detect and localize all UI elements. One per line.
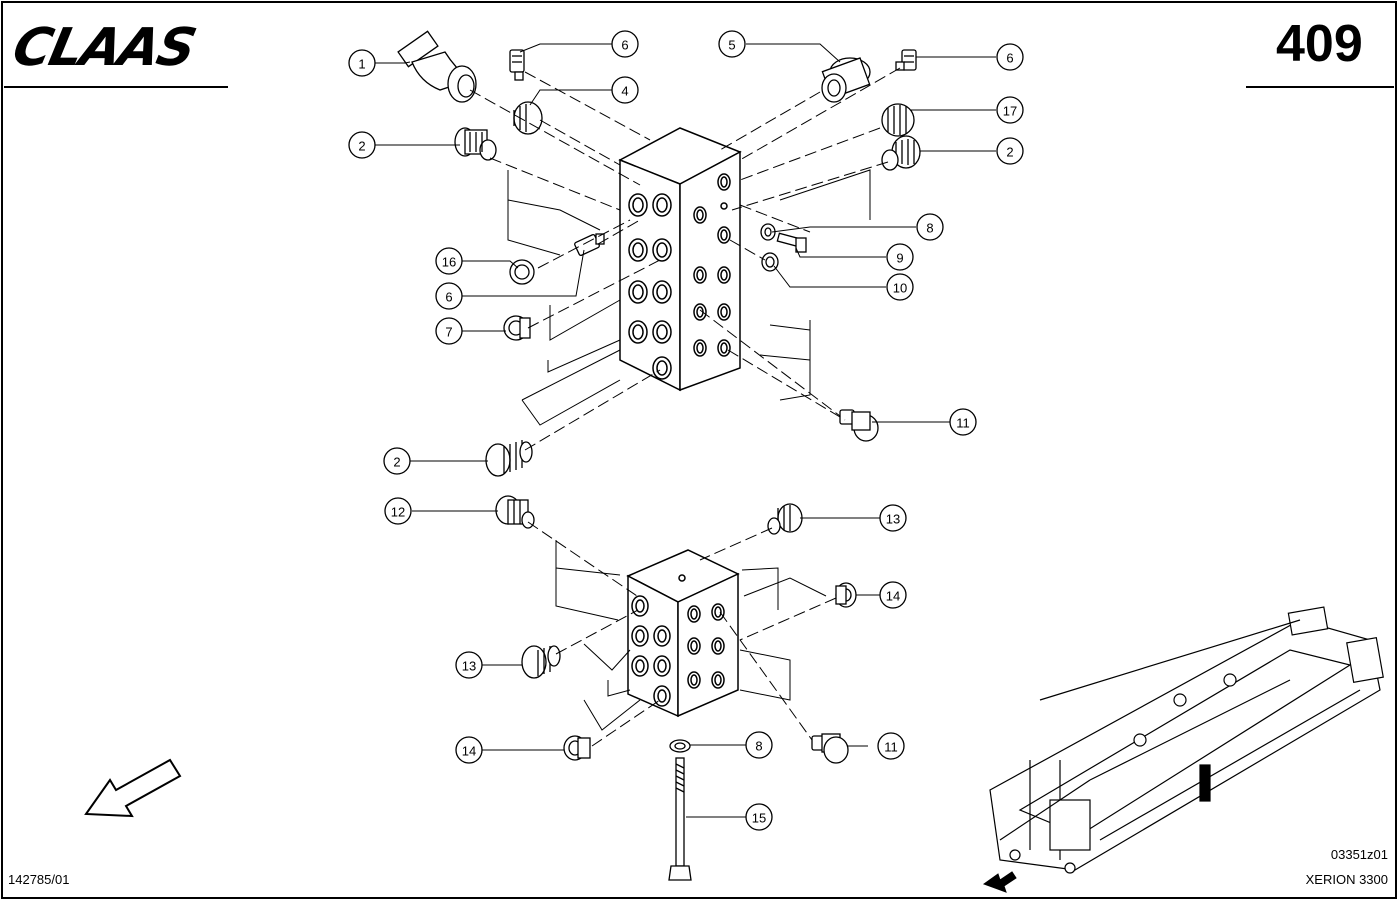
callout-label: 12 (391, 505, 405, 520)
callout-label: 14 (462, 744, 476, 759)
lower-dash-lines (527, 521, 837, 747)
callout-6b-circle (996, 43, 1024, 71)
fitting-5-union (821, 57, 871, 103)
callout-label: 11 (956, 416, 970, 431)
thumbnail-direction-arrow-icon (982, 871, 1017, 893)
callout-13a-circle (879, 504, 907, 532)
callout-label: 6 (1006, 51, 1013, 66)
callout-8a-circle (916, 213, 944, 241)
callout-label: 14 (886, 589, 900, 604)
callout-labels: 1 2 2 2 4 5 6 6 6 7 8 8 9 10 11 11 12 13… (358, 38, 1017, 826)
fitting-4-plug (513, 101, 543, 135)
callout-1-circle (348, 49, 376, 77)
fitting-13-lower (521, 645, 561, 679)
fitting-6-middle (574, 233, 605, 256)
callout-label: 8 (926, 221, 933, 236)
callout-label: 8 (755, 739, 762, 754)
machine-model: XERION 3300 (1305, 872, 1388, 887)
callout-2b-circle (996, 137, 1024, 165)
lower-valve-block (626, 549, 740, 718)
callout-label: 2 (358, 139, 365, 154)
callout-8b-circle (745, 731, 773, 759)
callout-14a-circle (879, 581, 907, 609)
callout-6c-circle (435, 282, 463, 310)
drawing-code: 142785/01 (8, 872, 70, 887)
callout-6a-circle (611, 30, 639, 58)
fitting-11-upper-elbow (839, 409, 879, 442)
callout-label: 13 (462, 659, 476, 674)
callout-10-circle (886, 273, 914, 301)
fitting-14-lower (563, 735, 591, 761)
fitting-6-top-right (895, 49, 917, 71)
callout-5-circle (718, 30, 746, 58)
callout-2a-circle (348, 131, 376, 159)
callout-label: 2 (393, 455, 400, 470)
fitting-11-lower-elbow (811, 733, 849, 764)
callout-label: 17 (1003, 104, 1017, 119)
upper-block-right-face (679, 150, 741, 392)
callout-4-circle (611, 76, 639, 104)
upper-block-left-face (619, 158, 681, 392)
lower-block-right-ports (687, 603, 725, 689)
lower-fittings (495, 495, 857, 881)
callout-11b-circle (877, 732, 905, 760)
fitting-17-plug (881, 103, 915, 137)
callout-label: 4 (621, 84, 628, 99)
fitting-9-bolt (776, 232, 807, 253)
callout-label: 15 (752, 811, 766, 826)
fitting-2-lower (485, 440, 533, 477)
brand-underline (4, 86, 228, 88)
fitting-7-plug (503, 315, 531, 341)
fitting-2-upper-left (454, 127, 497, 161)
page-number: 409 (1276, 15, 1363, 73)
lower-bracket-lines (555, 540, 827, 731)
callout-17-circle (996, 96, 1024, 124)
lower-block-left-ports (631, 595, 671, 707)
upper-fittings (397, 30, 921, 477)
upper-dash-lines (469, 67, 901, 451)
upper-block-right-ports (693, 173, 731, 357)
chassis-thumbnail (989, 606, 1384, 874)
callout-label: 6 (621, 38, 628, 53)
fitting-6-top-left (509, 49, 525, 81)
image-reference: 03351z01 (1330, 847, 1388, 862)
fitting-15-tie-rod (668, 757, 692, 881)
callout-16-circle (435, 247, 463, 275)
fitting-8-lower-washer (669, 739, 691, 753)
upper-valve-block (618, 127, 742, 392)
callout-label: 1 (358, 57, 365, 72)
callout-label: 13 (886, 512, 900, 527)
upper-bracket-lines (507, 169, 871, 426)
callout-15-circle (745, 803, 773, 831)
callout-13b-circle (455, 651, 483, 679)
callout-11a-circle (949, 408, 977, 436)
callout-12-circle (384, 497, 412, 525)
callout-label: 5 (728, 38, 735, 53)
fitting-2-right (881, 135, 921, 171)
callout-7-circle (435, 317, 463, 345)
callout-label: 11 (884, 740, 898, 755)
upper-block-left-ports (628, 193, 672, 380)
callout-circles (348, 30, 1024, 831)
callout-label: 10 (893, 281, 907, 296)
callout-label: 6 (445, 290, 452, 305)
fitting-13-upper (767, 503, 803, 535)
fitting-14-upper (835, 582, 857, 608)
callout-label: 16 (442, 255, 456, 270)
callout-label: 2 (1006, 145, 1013, 160)
fitting-12 (495, 495, 535, 529)
page-number-underline (1246, 86, 1394, 88)
callout-14b-circle (455, 736, 483, 764)
callout-label: 9 (896, 251, 903, 266)
fitting-1-elbow (397, 30, 477, 103)
callout-9-circle (886, 243, 914, 271)
callout-leader-lines (375, 43, 996, 818)
direction-arrow-icon (84, 758, 182, 818)
callout-label: 7 (445, 325, 452, 340)
callout-2c-circle (383, 447, 411, 475)
